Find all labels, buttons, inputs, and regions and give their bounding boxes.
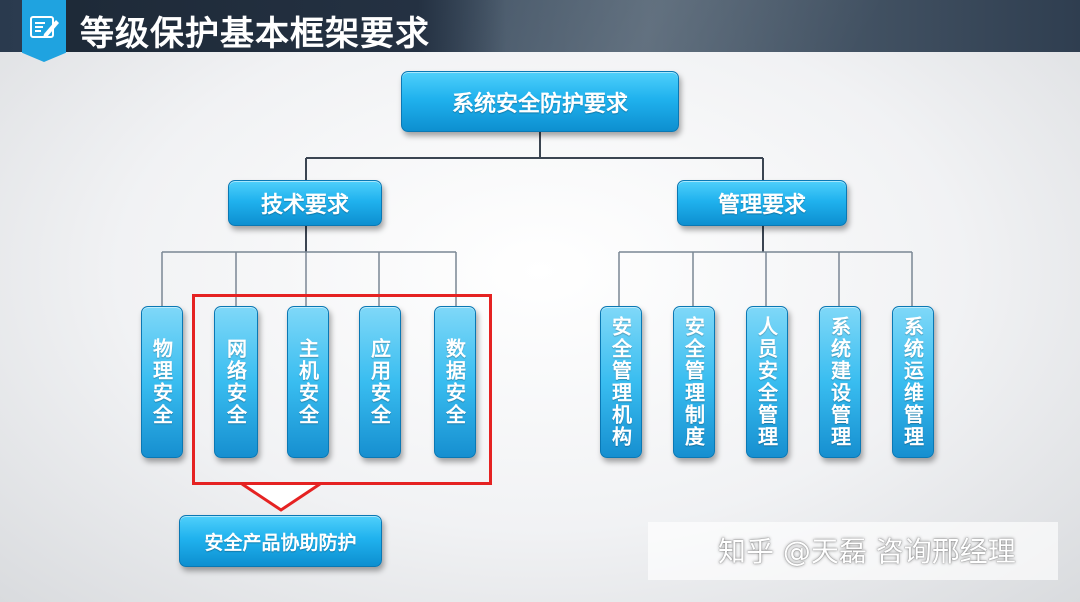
mgmt-item-org: 安全管理机构 xyxy=(600,306,642,458)
watermark-text: 知乎 @天磊 咨询邢经理 xyxy=(718,535,1016,568)
edit-note-icon xyxy=(22,0,66,62)
mgmt-requirements-node: 管理要求 xyxy=(677,180,847,226)
tech-item-physical: 物理安全 xyxy=(141,306,183,458)
root-node: 系统安全防护要求 xyxy=(401,71,679,132)
mgmt-item-construction: 系统建设管理 xyxy=(819,306,861,458)
title-background xyxy=(66,0,506,52)
highlight-frame xyxy=(192,294,492,485)
mgmt-item-personnel: 人员安全管理 xyxy=(746,306,788,458)
tech-requirements-node: 技术要求 xyxy=(228,180,382,226)
tech-item-host: 主机安全 xyxy=(287,306,329,458)
tech-item-network: 网络安全 xyxy=(214,306,258,458)
mgmt-item-operations: 系统运维管理 xyxy=(892,306,934,458)
watermark-background xyxy=(648,522,1058,580)
callout-security-products: 安全产品协助防护 xyxy=(179,515,382,567)
mgmt-item-policy: 安全管理制度 xyxy=(673,306,715,458)
tech-item-application: 应用安全 xyxy=(359,306,401,458)
tech-item-data: 数据安全 xyxy=(434,306,476,458)
page-title: 等级保护基本框架要求 xyxy=(80,14,430,54)
